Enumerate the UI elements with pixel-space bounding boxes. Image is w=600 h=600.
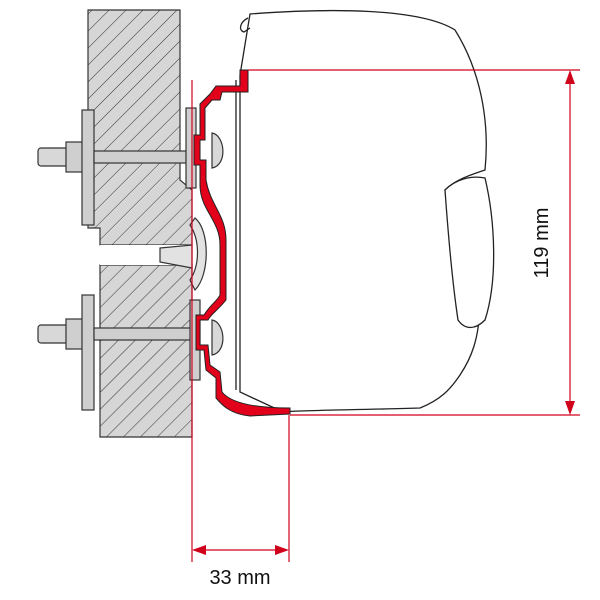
height-dimension [248,69,580,416]
lower-bolt [37,294,224,411]
awning-casing [235,9,495,413]
height-label: 119 mm [531,208,553,279]
wall-clip [159,217,207,292]
vehicle-wall [87,9,193,438]
adapter-bracket [193,69,291,417]
offset-label: 33 mm [209,567,270,589]
offset-dimension [191,80,290,562]
